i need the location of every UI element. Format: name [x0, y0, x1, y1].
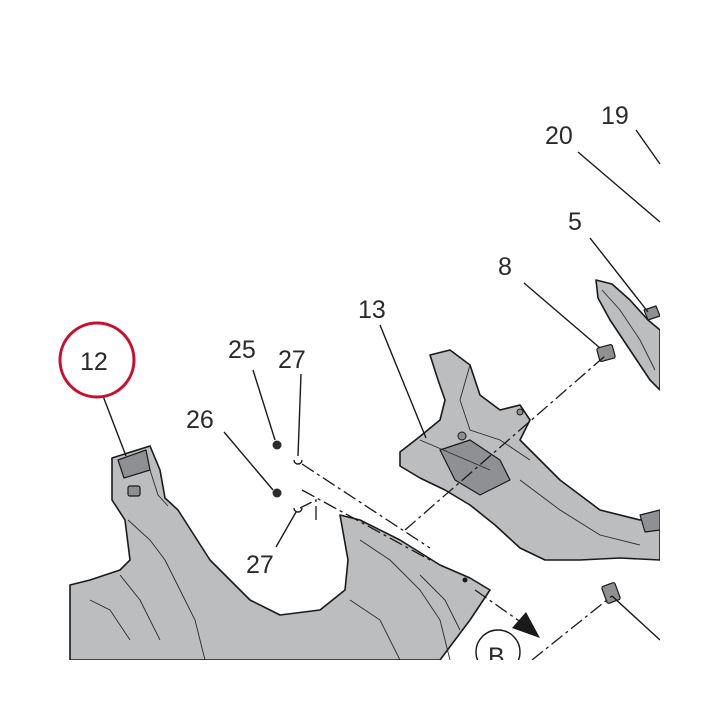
part-26-nut	[272, 488, 282, 498]
callout-26: 26	[186, 406, 214, 434]
callout-8: 8	[498, 253, 512, 281]
leader-lines	[102, 129, 661, 548]
lower-right-clip	[601, 582, 621, 604]
part-12-lower-panel	[69, 445, 491, 661]
callout-19: 19	[601, 102, 629, 130]
part-27-clip-lower	[293, 507, 303, 513]
part-27-clip-upper	[293, 459, 303, 465]
assembly-lines	[299, 355, 661, 661]
direction-arrow	[512, 612, 540, 638]
part-25-nut	[272, 440, 282, 450]
part-8-clip	[596, 344, 616, 362]
part-5-upper-bracket	[595, 279, 661, 391]
callout-5: 5	[568, 208, 582, 236]
callout-13: 13	[358, 296, 386, 324]
part-13-center-panel	[399, 349, 661, 561]
callout-12: 12	[80, 348, 108, 376]
callout-27-lower: 27	[246, 551, 274, 579]
highlight-circle-12	[58, 321, 136, 399]
callout-20: 20	[545, 122, 573, 150]
callout-25: 25	[228, 336, 256, 364]
callout-27-upper: 27	[278, 346, 306, 374]
